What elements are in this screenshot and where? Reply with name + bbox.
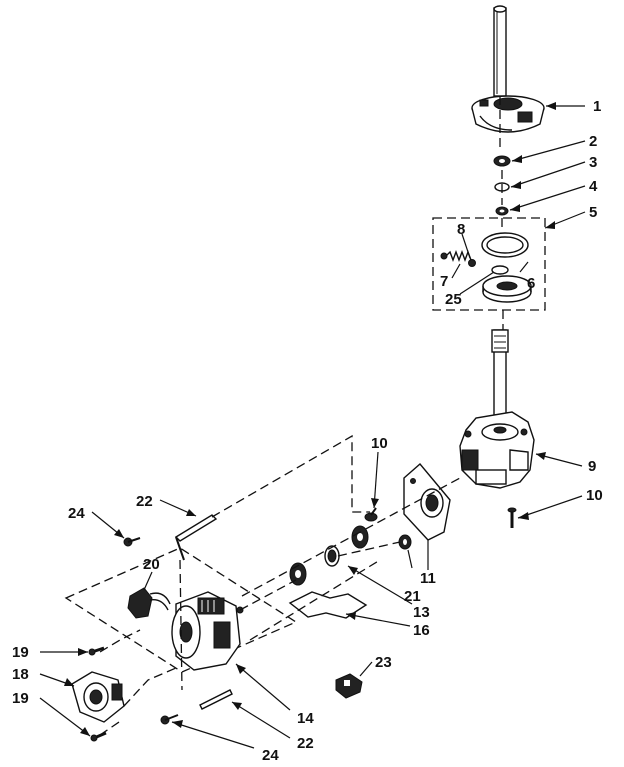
callout-7: 7 [440,273,448,290]
callout-18: 18 [12,666,29,683]
callout-10-left: 10 [371,435,388,452]
callout-24-upper: 24 [68,505,85,522]
callout-5: 5 [589,204,597,221]
lower-shaft [491,329,509,431]
part-1-drive-hub [471,95,545,133]
part-23-clip [335,673,363,699]
part-4-clip [495,206,509,216]
callout-3: 3 [589,154,597,171]
callout-10-right: 10 [586,487,603,504]
part-25-pulley [482,265,532,303]
callout-20: 20 [143,556,160,573]
callout-24-lower: 24 [262,747,279,764]
callout-8: 8 [457,221,465,238]
part-14-motor [171,591,244,671]
callout-9: 9 [588,458,596,475]
callout-23: 23 [375,654,392,671]
callout-25: 25 [445,291,462,308]
arrowheads [64,102,556,736]
callout-21: 21 [404,588,421,605]
part-22-rod-upper [174,514,218,561]
callout-1: 1 [593,98,601,115]
callout-2: 2 [589,133,597,150]
callout-6: 6 [527,275,535,292]
callout-16: 16 [413,622,430,639]
part-19-screw-upper [88,646,105,656]
spin-shaft [493,5,507,97]
callout-22-upper: 22 [136,493,153,510]
callout-11: 11 [420,570,436,587]
callout-4: 4 [589,178,598,195]
part-2-washer [493,155,511,167]
part-21-nut [398,534,412,550]
part-5-group-box [432,217,546,311]
part-22-rod-lower [199,689,233,710]
callouts: 1 2 3 4 5 8 7 6 25 9 10 10 11 21 13 16 2… [12,98,603,764]
part-10-screw-left [364,507,378,522]
part-10-screw-right [507,507,517,528]
callout-14: 14 [297,710,314,727]
part-24-screw-lower [160,714,179,725]
callout-22-lower: 22 [297,735,314,752]
part-8-spring [440,250,476,267]
part-18-pump [71,671,125,723]
part-24-screw-upper [123,537,141,547]
part-6-brake-band [481,232,529,258]
part-16-shield [288,591,368,619]
part-19-screw-lower [90,731,107,742]
part-9-gearcase [459,411,535,489]
callout-19-upper: 19 [12,644,29,661]
part-20-switch [127,587,171,619]
callout-13: 13 [413,604,430,621]
part-11-adapter-plate [403,463,451,541]
alignment-lines [99,96,504,736]
callout-19-lower: 19 [12,690,29,707]
